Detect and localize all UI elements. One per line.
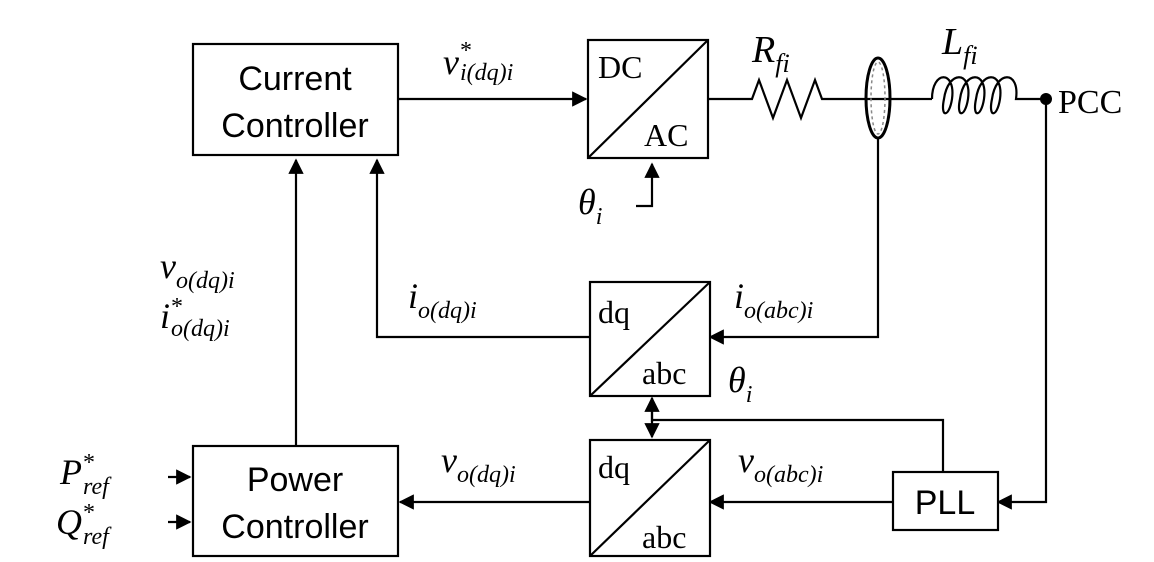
pcc-label: PCC bbox=[1058, 84, 1122, 121]
dqabc-lower-block: dq abc bbox=[588, 438, 712, 558]
label-theta-mid: θi bbox=[728, 360, 752, 408]
power-controller-block: Power Controller bbox=[191, 444, 400, 558]
dcac-bottom-label: AC bbox=[644, 117, 688, 153]
dqabc-lower-top-label: dq bbox=[598, 449, 630, 485]
label-vo-left: vo(dq)i bbox=[160, 246, 235, 294]
label-theta-top: θi bbox=[578, 182, 602, 230]
wire-theta-to-dcac bbox=[636, 162, 660, 208]
label-l-fi: Lfi bbox=[941, 21, 978, 70]
label-q-ref: Q*ref bbox=[56, 500, 112, 550]
label-p-ref: P*ref bbox=[59, 450, 112, 500]
current-sensor-icon bbox=[864, 56, 892, 140]
wire-pcc-to-pll bbox=[996, 99, 1048, 510]
wire-dqabc-to-cc bbox=[369, 158, 590, 339]
dcac-top-label: DC bbox=[598, 49, 642, 85]
pll-block: PLL bbox=[891, 470, 1000, 532]
wire-ct-to-dqabc-upper bbox=[708, 138, 880, 345]
wire-pll-to-theta bbox=[652, 418, 945, 472]
dqabc-lower-bottom-label: abc bbox=[642, 519, 686, 555]
dcac-converter-block: DC AC bbox=[586, 38, 710, 160]
label-io-abc: io(abc)i bbox=[734, 276, 813, 324]
power-controller-line2: Controller bbox=[221, 508, 368, 546]
label-r-fi: Rfi bbox=[751, 29, 790, 78]
dqabc-upper-top-label: dq bbox=[598, 294, 630, 330]
current-controller-line1: Current bbox=[238, 60, 352, 98]
pcc-node bbox=[1040, 93, 1052, 105]
current-controller-block: Current Controller bbox=[191, 42, 400, 157]
resistor-symbol bbox=[740, 76, 828, 122]
label-vo-abc: vo(abc)i bbox=[738, 440, 823, 488]
label-io-star: i*o(dq)i bbox=[160, 294, 230, 342]
label-vo-dq: vo(dq)i bbox=[441, 440, 516, 488]
current-controller-line2: Controller bbox=[221, 107, 368, 145]
inductor-symbol bbox=[930, 76, 1020, 115]
dqabc-upper-block: dq abc bbox=[588, 280, 712, 398]
power-controller-line1: Power bbox=[247, 461, 343, 499]
label-io-dq: io(dq)i bbox=[408, 276, 477, 324]
label-v-ref: v*i(dq)i bbox=[443, 38, 513, 86]
pll-label: PLL bbox=[915, 484, 976, 522]
dqabc-upper-bottom-label: abc bbox=[642, 355, 686, 391]
